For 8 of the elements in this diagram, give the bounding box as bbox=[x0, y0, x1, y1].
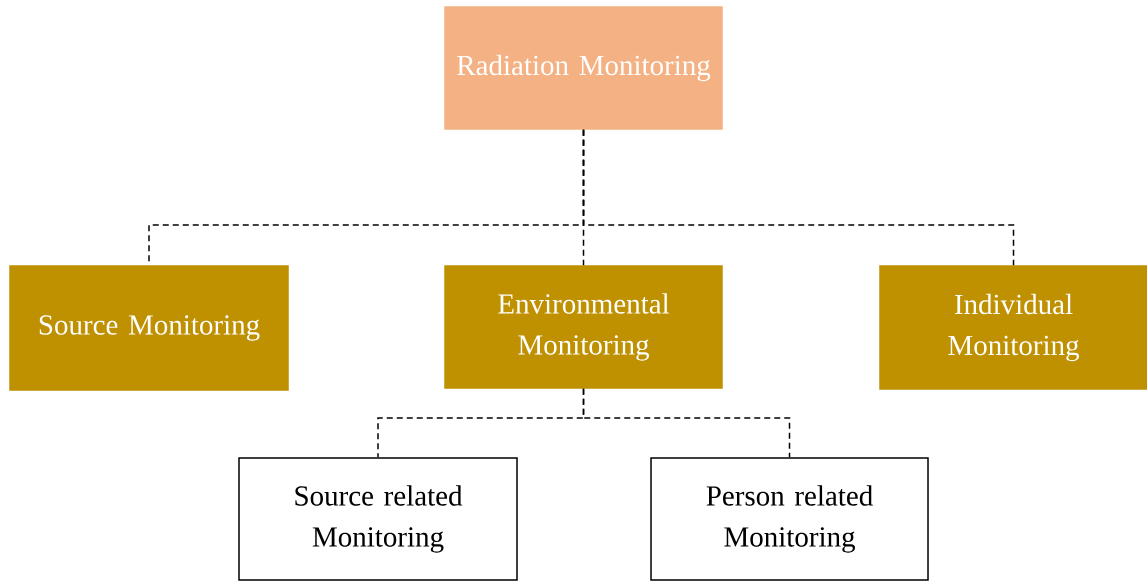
subcategory-box: Source related Monitoring bbox=[238, 457, 518, 581]
connector-line bbox=[582, 129, 1015, 266]
connector-line bbox=[582, 388, 791, 458]
category-box: Individual Monitoring bbox=[879, 265, 1147, 390]
top-box: Radiation Monitoring bbox=[444, 6, 723, 130]
subcategory-box: Person related Monitoring bbox=[650, 457, 929, 581]
category-box: Source Monitoring bbox=[9, 265, 289, 391]
category-box: Environmental Monitoring bbox=[444, 265, 723, 389]
